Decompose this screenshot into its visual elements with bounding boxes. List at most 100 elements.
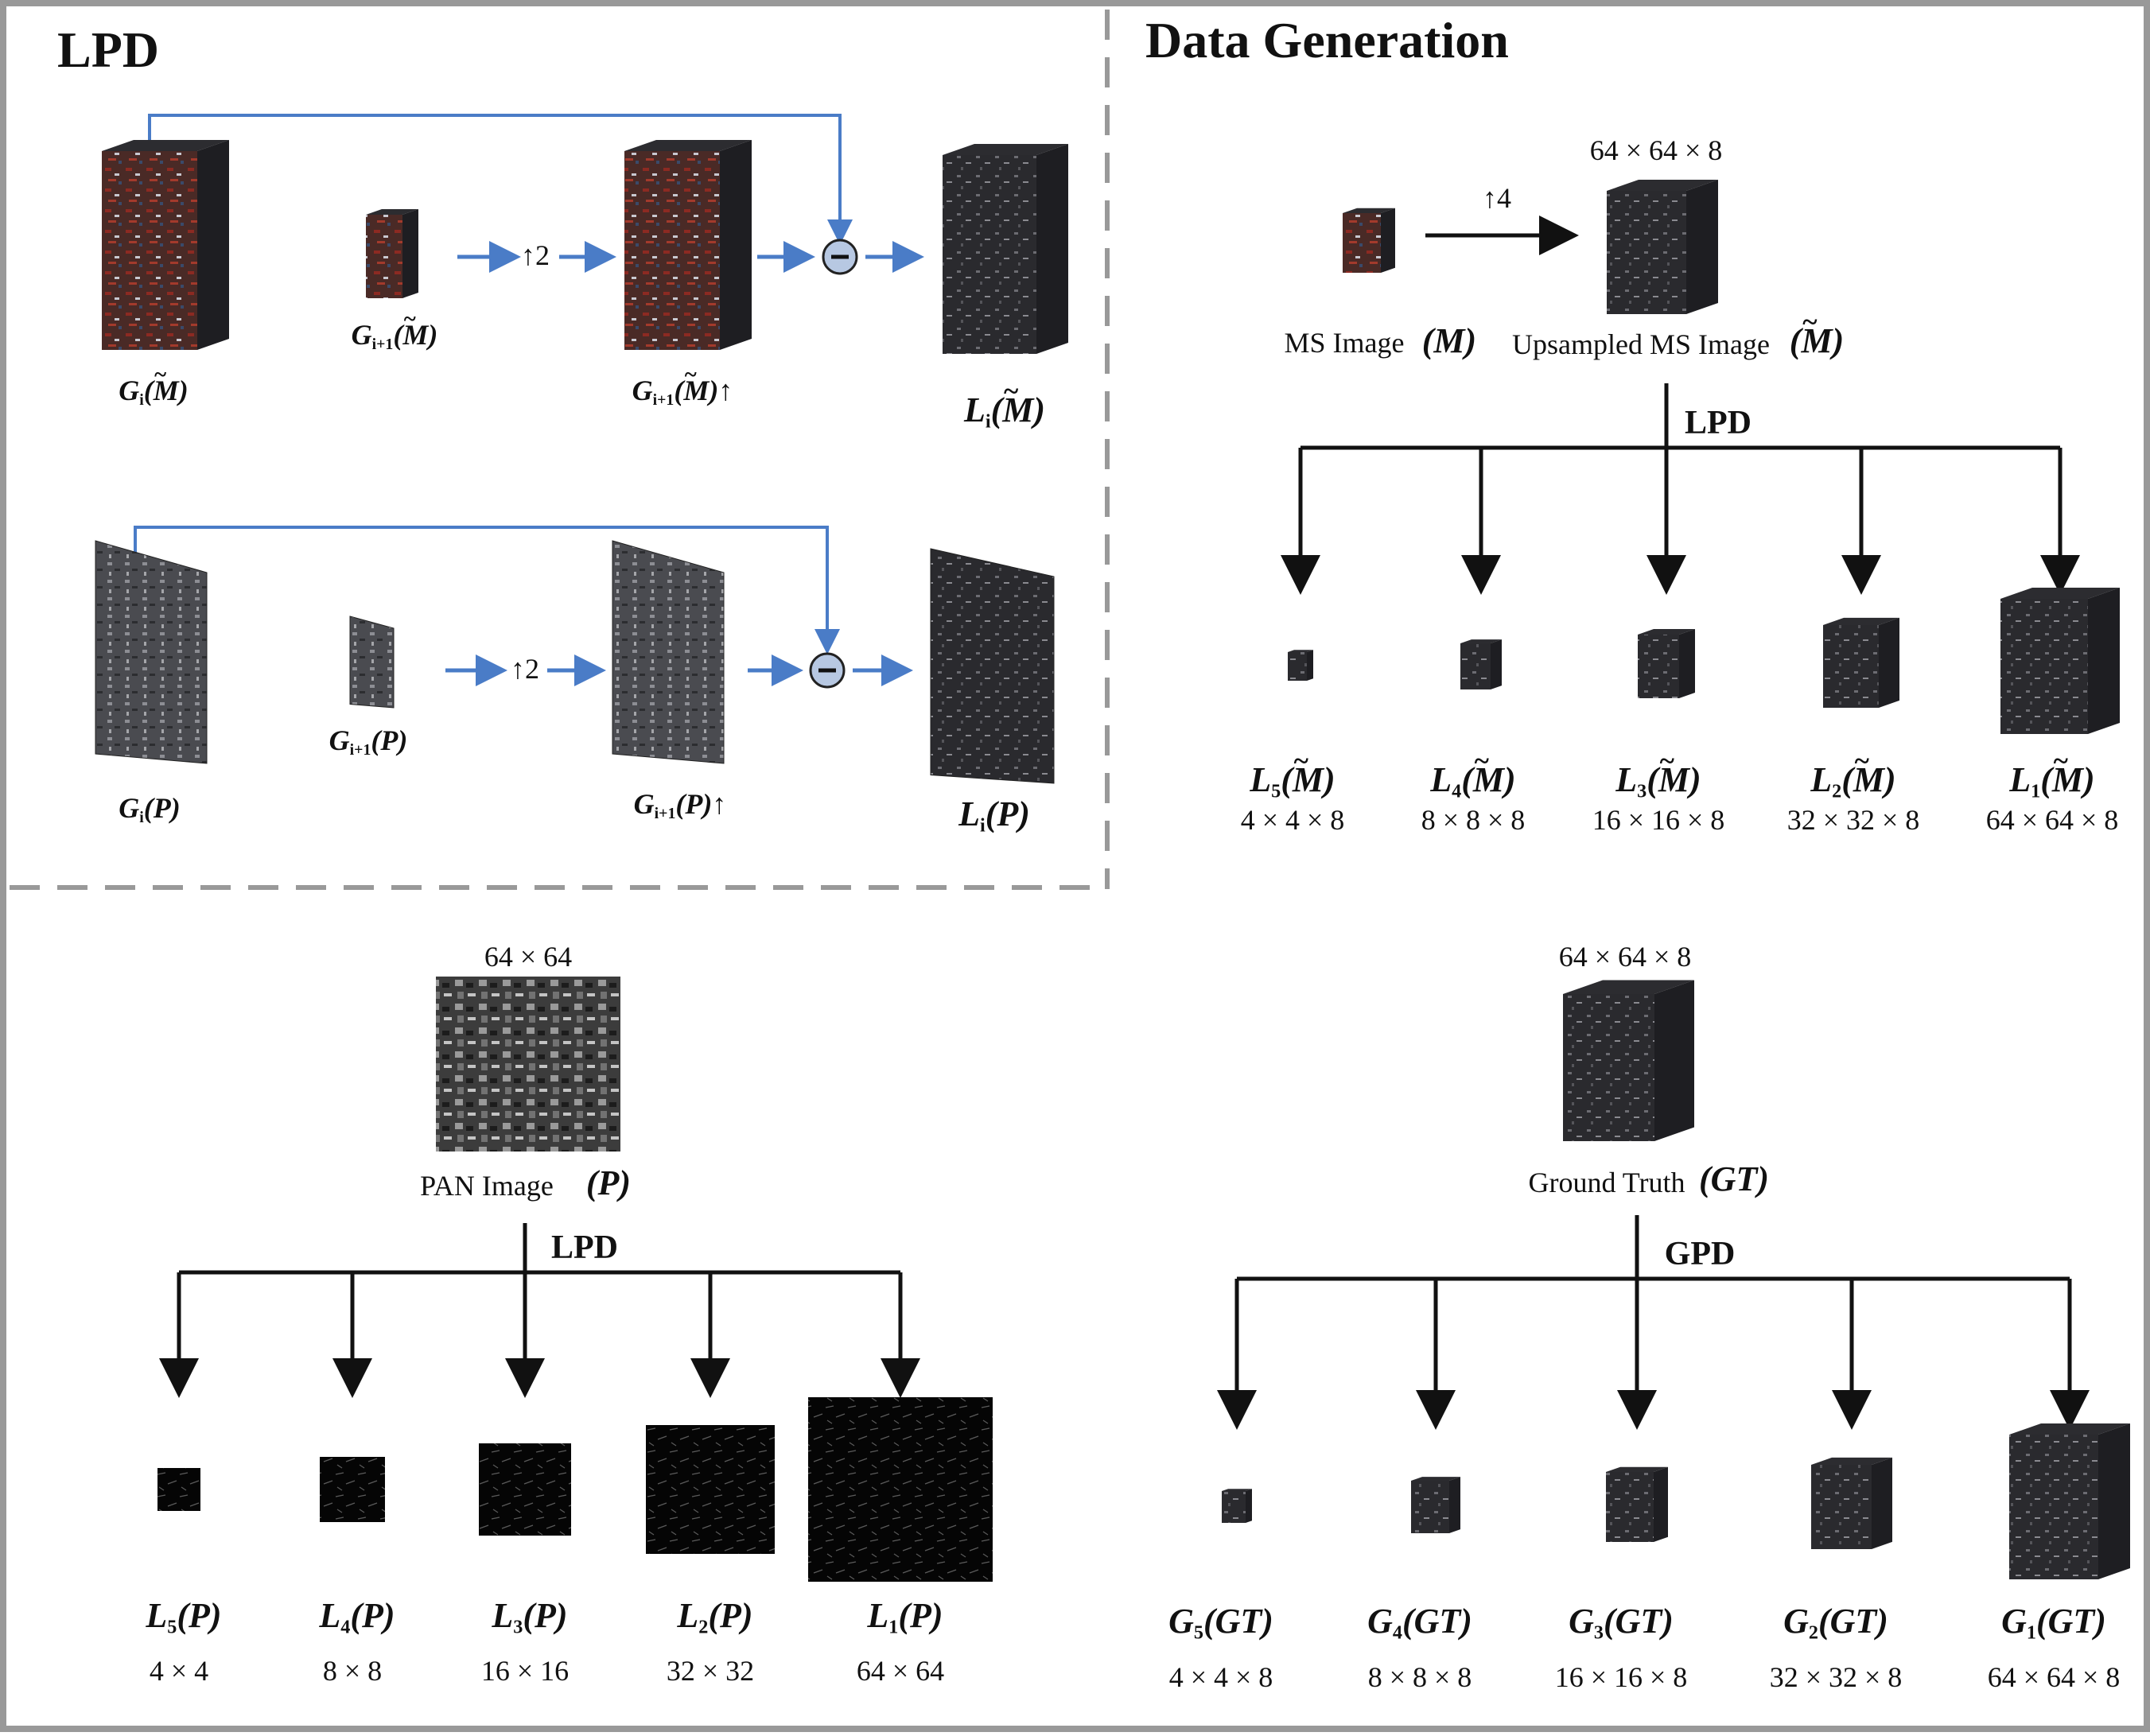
pan-image <box>436 977 620 1152</box>
gt-level-name-2: G2(GT) <box>1783 1602 1888 1644</box>
pan-level-dim-5: 4 × 4 <box>149 1655 209 1687</box>
ms-level-cube-2 <box>1823 617 1899 708</box>
gt-level-name-1: G1(GT) <box>2001 1602 2106 1644</box>
ms-gi1-cube-top <box>366 209 418 215</box>
ms-gi-cube-top <box>102 140 229 151</box>
gt-level-cube-2-face <box>1811 1465 1872 1549</box>
lpd-panel-title: LPD <box>57 21 159 78</box>
gt-cube-top <box>1563 980 1694 994</box>
pan-li-label: Li(P) <box>958 794 1030 837</box>
data-generation-title: Data Generation <box>1145 12 1509 68</box>
ms-lpd-tree-label: LPD <box>1685 405 1751 441</box>
ms-level-name-2: L2(M~) <box>1810 744 1896 802</box>
gt-level-cube-3 <box>1606 1466 1668 1542</box>
pan-image-label: PAN Image <box>420 1170 554 1202</box>
gt-cube <box>1563 980 1694 1141</box>
ms-gi-cube-side <box>197 140 229 350</box>
ms-gi1-up-cube-face <box>624 151 720 350</box>
ms-upsample-label: ↑2 <box>521 239 550 271</box>
ms-level-cube-5 <box>1288 650 1313 681</box>
ms-level-name-5: L5(M~) <box>1250 744 1335 802</box>
gt-level-cube-1-face <box>2009 1435 2098 1579</box>
pan-level-name-2: L2(P) <box>677 1596 753 1638</box>
gt-level-cube-5-side <box>1246 1489 1252 1523</box>
gt-level-name-5: G5(GT) <box>1168 1602 1273 1644</box>
pan-level-dim-2: 32 × 32 <box>666 1655 755 1687</box>
pan-li-slab <box>930 548 1055 784</box>
gt-level-cube-4-side <box>1449 1477 1460 1533</box>
ms-gi1-up-cube-side <box>720 140 752 350</box>
ms-gi1-up-cube-top <box>624 140 752 151</box>
ms-level-cube-5-side <box>1307 650 1313 681</box>
pan-gi-label: Gi(P) <box>119 792 181 826</box>
gt-level-cube-5 <box>1222 1489 1252 1523</box>
gt-level-dim-3: 16 × 16 × 8 <box>1554 1661 1688 1693</box>
pan-level-dim-3: 16 × 16 <box>480 1655 570 1687</box>
ms-image-cube-face <box>1343 213 1381 273</box>
pan-level-dim-1: 64 × 64 <box>856 1655 945 1687</box>
gt-level-cube-4-top <box>1411 1477 1460 1481</box>
ms-gi1-up-cube <box>624 140 752 350</box>
upsampled-ms-label: Upsampled MS Image <box>1512 328 1770 360</box>
gt-cube-side <box>1654 980 1694 1141</box>
ms-li-cube <box>943 144 1068 354</box>
ms-level-dim-1: 64 × 64 × 8 <box>1985 804 2119 836</box>
ms-level-cube-4-side <box>1491 639 1502 689</box>
ms-gi1-label: Gi+1(M~) <box>351 306 438 353</box>
ms-li-label: Li(M~) <box>963 375 1046 433</box>
gt-level-cube-4-face <box>1411 1481 1449 1533</box>
ms-li-cube-face <box>943 155 1036 354</box>
ms-level-cube-1-face <box>2000 599 2088 734</box>
pan-level-dim-4: 8 × 8 <box>322 1655 383 1687</box>
ms-dim-label: 64 × 64 × 8 <box>1589 134 1723 166</box>
gt-level-cube-1-top <box>2009 1423 2130 1435</box>
ms-gi1-cube-face <box>366 215 402 298</box>
ms-level-dim-3: 16 × 16 × 8 <box>1592 804 1725 836</box>
ms-gi-cube-face <box>102 151 197 350</box>
gt-level-dim-2: 32 × 32 × 8 <box>1769 1661 1903 1693</box>
pan-level-name-1: L1(P) <box>867 1596 943 1638</box>
ms-gi1-up-label: Gi+1(M~)↑ <box>632 362 733 409</box>
ms-level-dim-5: 4 × 4 × 8 <box>1240 804 1345 836</box>
gt-label: Ground Truth <box>1528 1167 1685 1198</box>
pan-level-name-5: L5(P) <box>146 1596 222 1638</box>
pan-gi1-slab <box>349 616 395 709</box>
ms-level-cube-4-face <box>1460 643 1491 689</box>
ms-level-cube-1 <box>2000 588 2120 734</box>
gt-level-name-3: G3(GT) <box>1569 1602 1674 1644</box>
ms-level-cube-3 <box>1638 629 1695 698</box>
gt-level-cube-5-top <box>1222 1489 1252 1491</box>
ms-gi-label: Gi(M~) <box>119 362 189 409</box>
gt-level-dim-1: 64 × 64 × 8 <box>1987 1661 2121 1693</box>
upsampled-ms-cube-face <box>1607 191 1686 314</box>
gt-level-dim-4: 8 × 8 × 8 <box>1367 1661 1472 1693</box>
gt-symbol: (GT) <box>1699 1159 1769 1198</box>
ms-level-dim-4: 8 × 8 × 8 <box>1421 804 1526 836</box>
gt-level-cube-2-side <box>1872 1457 1892 1549</box>
pan-dim-label: 64 × 64 <box>484 941 573 973</box>
pan-lpd-tree-label: LPD <box>551 1229 618 1266</box>
gt-level-cube-1 <box>2009 1423 2130 1579</box>
upsampled-ms-symbol: (M~) <box>1789 305 1845 360</box>
pan-image-symbol: (P) <box>585 1163 632 1202</box>
gt-level-cube-3-face <box>1606 1472 1654 1542</box>
gt-dim-label: 64 × 64 × 8 <box>1558 941 1692 973</box>
pan-level-name-4: L4(P) <box>319 1596 395 1638</box>
ms-level-cube-4-top <box>1460 639 1502 643</box>
ms-level-cube-2-face <box>1823 625 1879 708</box>
ms-level-cube-3-face <box>1638 635 1679 698</box>
pan-level-square-2 <box>646 1425 775 1554</box>
upsampled-ms-cube-top <box>1607 180 1718 191</box>
gt-level-name-4: G4(GT) <box>1367 1602 1472 1644</box>
upsampled-ms-cube <box>1607 180 1718 314</box>
gt-level-cube-1-side <box>2098 1423 2130 1579</box>
pan-gi1-label: Gi+1(P) <box>329 724 408 759</box>
ms-level-cube-2-top <box>1823 617 1899 625</box>
ms-level-cube-4 <box>1460 639 1502 689</box>
gt-level-cube-3-side <box>1654 1466 1668 1542</box>
ms-level-name-1: L1(M~) <box>2009 744 2095 802</box>
gt-gpd-tree-label: GPD <box>1664 1236 1736 1272</box>
pan-gi1-up-label: Gi+1(P)↑ <box>633 788 727 822</box>
